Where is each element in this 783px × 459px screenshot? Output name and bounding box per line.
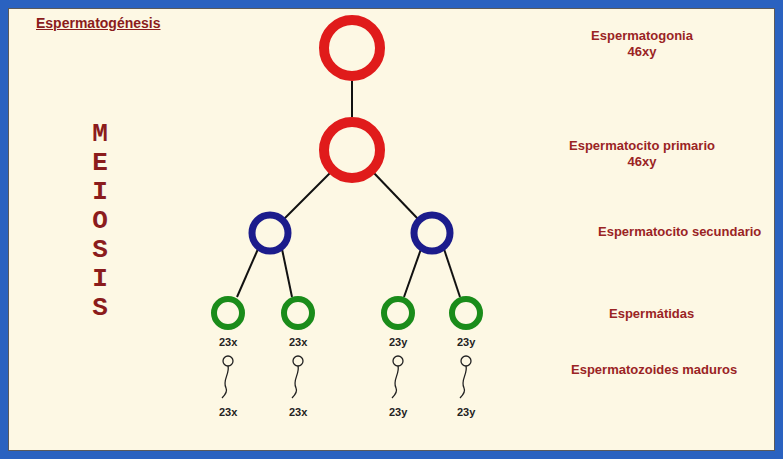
spermatid-circle [284, 299, 312, 327]
primary-spermatocyte-circle [324, 122, 380, 178]
chromosome-count: 23y [457, 406, 475, 418]
sperm-tail [222, 366, 228, 398]
lineage-lines [237, 81, 460, 297]
secondary-spermatocyte-circle [414, 215, 450, 251]
stage-label: Espermatozoides maduros [571, 362, 737, 378]
lineage-line [237, 249, 258, 297]
sperm-icons [222, 356, 471, 398]
stage-label: Espermatocito primario 46xy [561, 138, 723, 170]
stage-label: Espermatogonia 46xy [586, 28, 698, 60]
spermatid-circle [214, 299, 242, 327]
chromosome-count: 23y [457, 336, 475, 348]
vertical-heading: MEIOSIS [87, 120, 113, 323]
chromosome-count: 23x [289, 406, 307, 418]
sperm-tail [292, 366, 298, 398]
sperm-head [393, 356, 403, 366]
secondary-spermatocyte-circle [252, 215, 288, 251]
spermatogonium-circle [324, 20, 380, 76]
chromosome-count: 23x [219, 336, 237, 348]
lineage-line [284, 172, 331, 219]
sperm-head [293, 356, 303, 366]
sperm-head [223, 356, 233, 366]
diagram-title: Espermatogénesis [36, 15, 161, 31]
sperm-head [461, 356, 471, 366]
lineage-line [444, 249, 460, 297]
sperm-tail [460, 366, 466, 398]
sperm-tail [392, 366, 398, 398]
stage-label: Espermatocito secundario [598, 224, 761, 240]
lineage-line [373, 172, 418, 219]
chromosome-count: 23y [389, 336, 407, 348]
spermatid-circle [452, 299, 480, 327]
chromosome-count: 23y [389, 406, 407, 418]
stage-label: Espermátidas [609, 306, 694, 322]
lineage-line [282, 249, 292, 297]
spermatid-circle [384, 299, 412, 327]
chromosome-count: 23x [289, 336, 307, 348]
lineage-line [404, 249, 421, 297]
chromosome-count: 23x [219, 406, 237, 418]
lineage-line [351, 81, 353, 117]
